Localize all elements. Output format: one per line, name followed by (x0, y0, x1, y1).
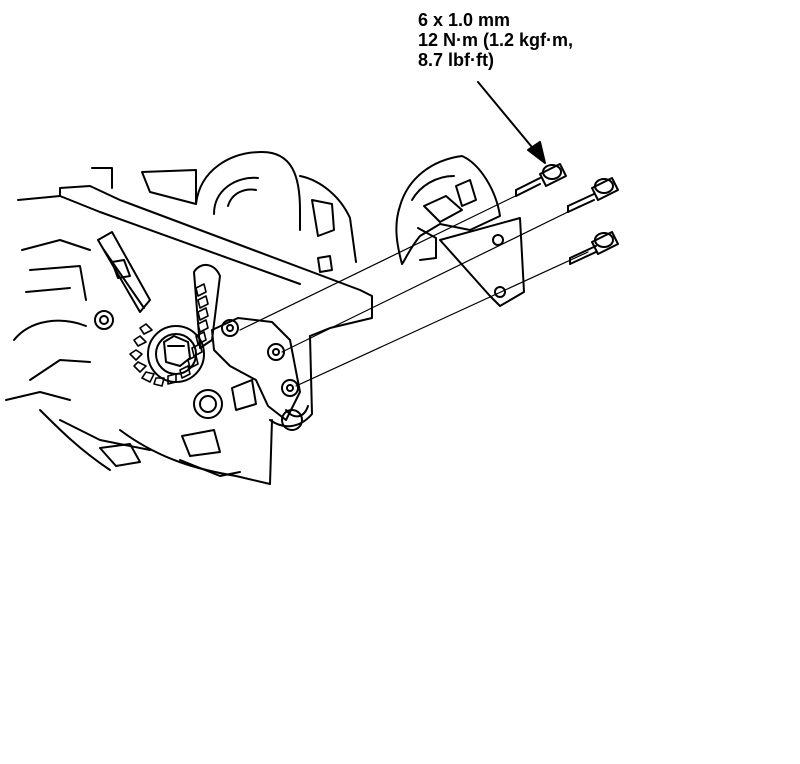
crank-bolt (163, 335, 191, 367)
bolt-middle (567, 177, 619, 213)
torque-imperial-label: 8.7 lbf·ft) (418, 50, 494, 70)
bolts (515, 163, 619, 265)
callout-leader-arrow (477, 81, 546, 164)
plate-hole-top (492, 234, 504, 246)
tensioner-mount-area (94, 310, 303, 431)
chain-tensioner (395, 155, 525, 307)
mount-hole-bottom (281, 379, 299, 397)
torque-callout: 6 x 1.0 mm 12 N·m (1.2 kgf·m, 8.7 lbf·ft… (418, 10, 573, 70)
timing-chain (97, 231, 221, 387)
alignment-lines (239, 185, 589, 387)
guide-bolt (94, 310, 114, 330)
crank-sprocket (147, 325, 205, 383)
lower-boss (193, 389, 223, 419)
mount-hole-top (221, 319, 239, 337)
bolt-bottom (569, 231, 619, 265)
bolt-top (515, 163, 567, 197)
torque-metric-label: 12 N·m (1.2 kgf·m, (418, 30, 574, 50)
engine-block (5, 151, 373, 485)
plate-hole-bottom (494, 286, 506, 298)
tensioner-plate (439, 217, 525, 307)
mount-hole-middle (267, 343, 285, 361)
bolt-size-label: 6 x 1.0 mm (418, 10, 511, 30)
